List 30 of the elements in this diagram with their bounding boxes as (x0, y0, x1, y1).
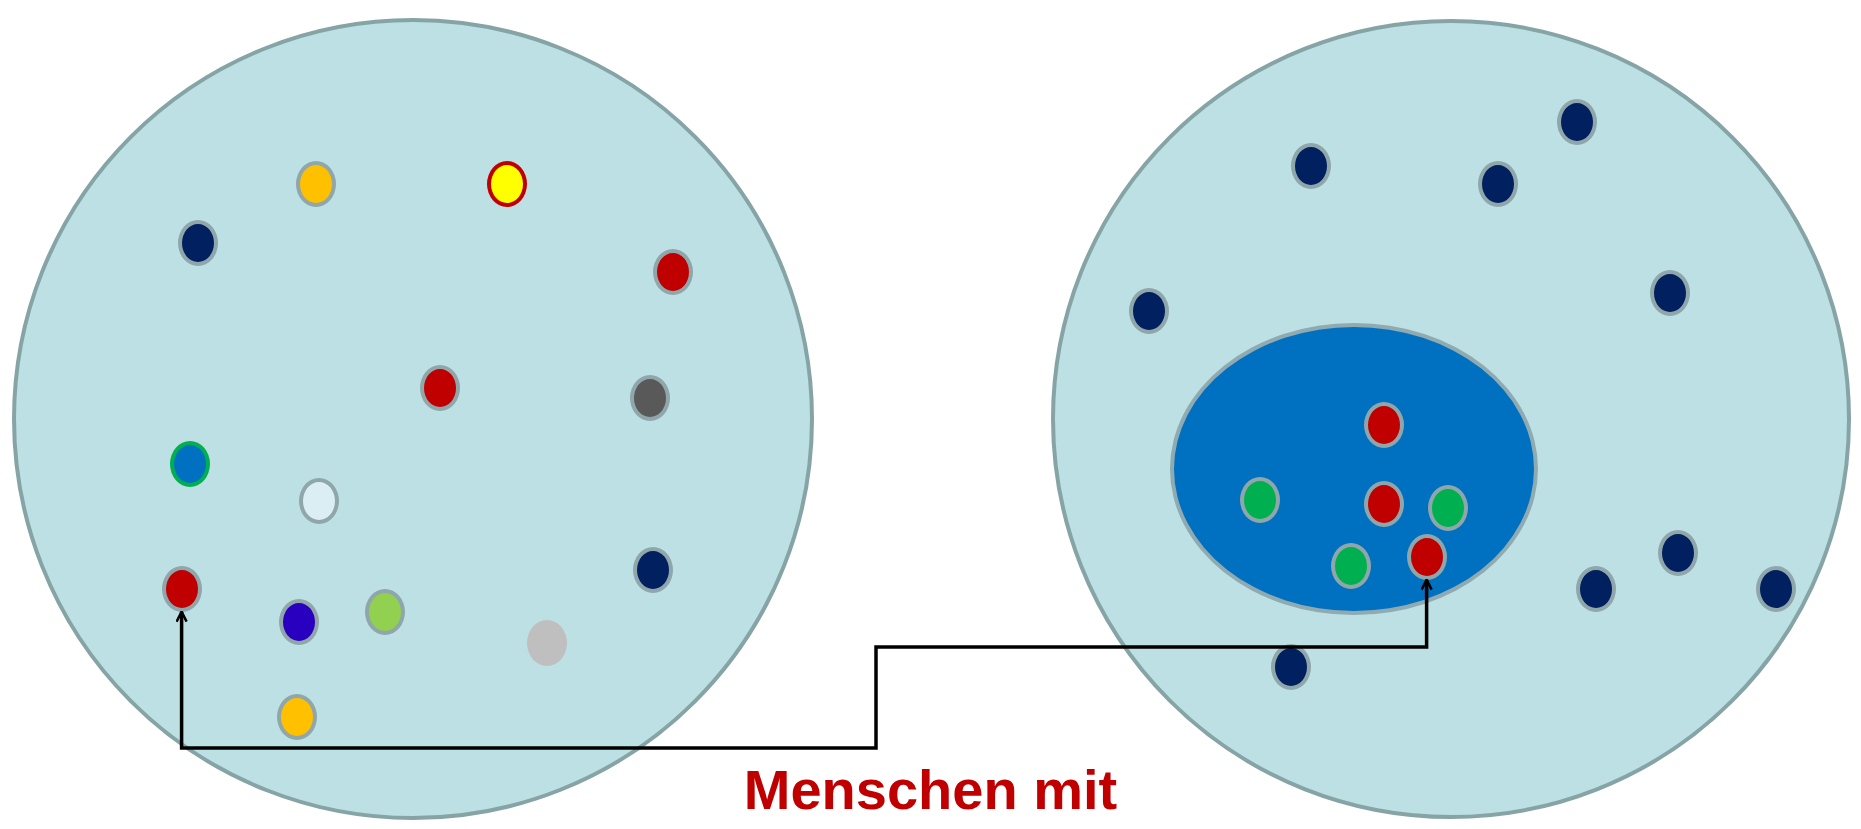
group-ellipse (1427, 484, 1468, 531)
group-ellipse (1649, 270, 1690, 317)
group-ellipse (364, 589, 405, 636)
group-ellipse (1291, 143, 1332, 190)
group-ellipse (299, 477, 340, 524)
group-ellipse (420, 365, 461, 412)
group-ellipse (1330, 543, 1371, 590)
group-ellipse (630, 374, 671, 421)
caption-text: Menschen mit (742, 758, 1119, 822)
group-ellipse (632, 546, 673, 593)
group-ellipse (1658, 530, 1699, 577)
group-ellipse (652, 248, 693, 295)
group-ellipse (1128, 287, 1169, 334)
group-ellipse (1240, 476, 1281, 523)
group-ellipse (276, 693, 317, 740)
group-ellipse (486, 160, 527, 207)
connector-arrow (175, 578, 1433, 750)
group-ellipse (178, 220, 219, 267)
group-ellipse (295, 160, 336, 207)
group-ellipse (1755, 565, 1796, 612)
group-ellipse (1576, 565, 1617, 612)
group-ellipse (1363, 481, 1404, 528)
group-ellipse (279, 598, 320, 645)
group-ellipse (527, 620, 568, 667)
group-ellipse (1557, 99, 1598, 146)
group-ellipse (1477, 160, 1518, 207)
group-ellipse (1406, 533, 1447, 580)
group-ellipse (1363, 401, 1404, 448)
group-ellipse (169, 441, 210, 488)
group-ellipse (161, 565, 202, 612)
